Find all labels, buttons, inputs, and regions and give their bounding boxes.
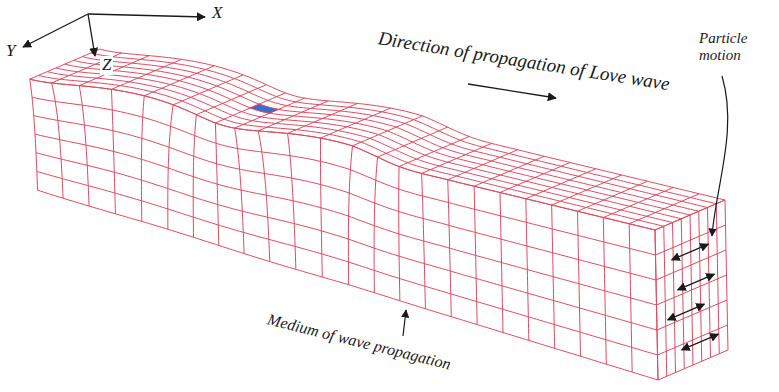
x-axis-arrow: [88, 14, 205, 17]
annotation-text-holder: Particle motion: [697, 30, 775, 63]
mesh-grid: [30, 49, 728, 380]
axis-label: X: [210, 4, 224, 23]
particle-motion-arrow: [682, 334, 719, 350]
mesh-line: [37, 171, 658, 355]
leader-line: [712, 76, 728, 236]
mesh-line: [52, 83, 63, 198]
z-axis-arrow: [88, 14, 95, 56]
axis-label: Y: [4, 42, 17, 61]
mesh-line: [65, 64, 690, 215]
mesh-line: [141, 96, 144, 222]
axis-label-holder: X: [210, 4, 224, 23]
particle-motion-arrow: [672, 244, 709, 260]
mesh-line: [657, 300, 727, 330]
mesh-line: [374, 157, 377, 293]
axis-label-holder: Z: [100, 56, 113, 75]
annotation-text-holder: Medium of wave propagation: [264, 310, 455, 374]
annotation-text: Particle motion: [697, 30, 775, 63]
particle-motion-arrows: [668, 244, 719, 350]
mesh-line: [56, 68, 681, 219]
y-axis-arrow: [23, 14, 88, 47]
axis-label-holder: Y: [4, 42, 17, 61]
mesh-line: [348, 146, 352, 285]
axis-label: Z: [100, 56, 113, 75]
mesh-line: [193, 115, 196, 238]
particle-motion-arrow: [678, 274, 715, 290]
mesh-line: [658, 325, 728, 355]
highlight-cell: [250, 104, 278, 113]
mesh-line: [656, 250, 726, 280]
annotation-text: Medium of wave propagation: [264, 310, 455, 374]
mesh-line: [36, 153, 657, 330]
mesh-line: [32, 97, 655, 255]
annotation-text-holder: Direction of propagation of Love wave: [375, 28, 673, 95]
mesh-line: [656, 225, 726, 255]
mesh-line: [658, 350, 728, 380]
mesh-line: [35, 134, 657, 305]
annotation-marks: [23, 14, 728, 336]
direction-arrow: [468, 84, 556, 98]
highlight-cell-shape: [250, 104, 278, 113]
mesh-line: [47, 72, 672, 223]
mesh-line: [657, 275, 727, 305]
mesh-line: [38, 190, 658, 380]
mesh-line: [258, 131, 270, 262]
particle-motion-arrow: [668, 304, 705, 320]
mesh-line: [39, 75, 664, 226]
annotation-text: Direction of propagation of Love wave: [375, 28, 673, 95]
leader-arrow: [403, 310, 406, 336]
mesh-line: [34, 116, 656, 280]
